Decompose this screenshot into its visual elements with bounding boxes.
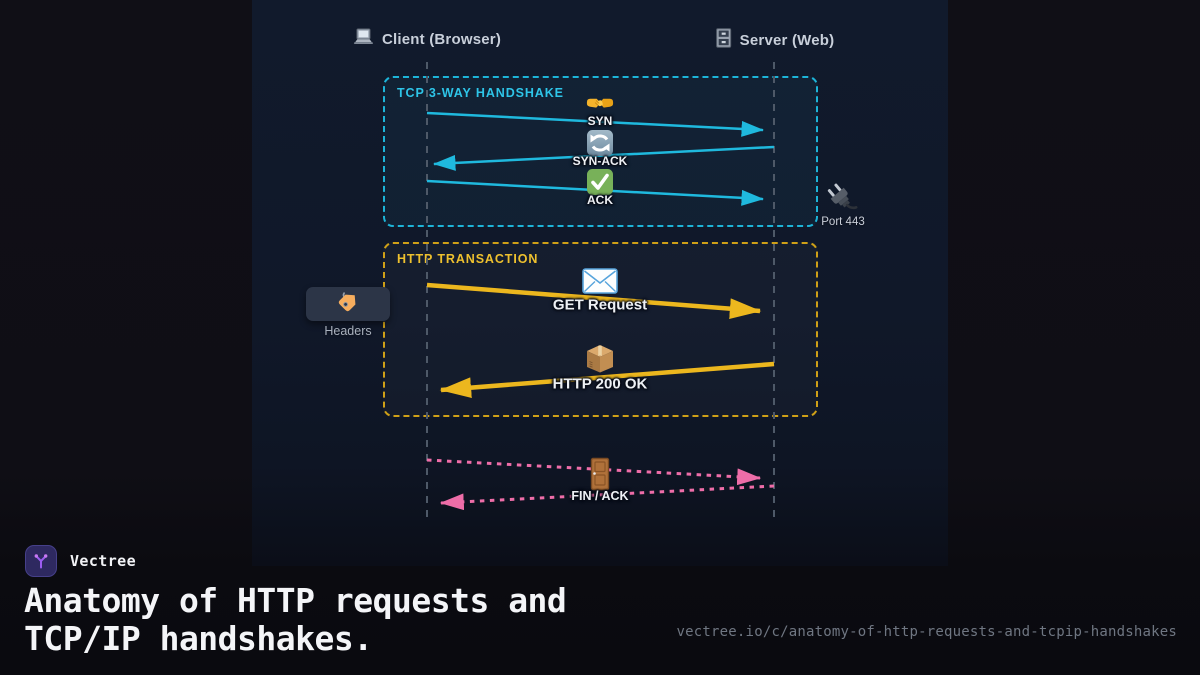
http-200-arrow — [439, 361, 775, 398]
handshake-icon — [586, 94, 614, 113]
server-label: Server (Web) — [739, 32, 835, 49]
tcp-group-title: TCP 3-WAY HANDSHAKE — [397, 86, 564, 100]
get-request-arrow — [426, 282, 762, 319]
port-label: Port 443 — [821, 216, 865, 228]
brand-name: Vectree — [70, 552, 137, 570]
vectree-logo — [25, 545, 57, 577]
http-transaction-group: HTTP TRANSACTION — [383, 242, 818, 417]
fin-ack-label: FIN / ACK — [571, 489, 629, 503]
check-mark-icon — [586, 168, 614, 196]
door-icon — [590, 457, 610, 491]
get-request-label: GET Request — [552, 296, 648, 314]
package-icon — [583, 342, 617, 375]
sync-arrows-icon — [586, 129, 614, 157]
headers-chip — [306, 287, 390, 321]
client-actor: Client (Browser) — [353, 28, 501, 50]
syn-arrow — [426, 111, 764, 137]
synack-label: SYN-ACK — [572, 154, 628, 168]
plug-icon — [822, 179, 862, 219]
ack-label: ACK — [587, 193, 613, 207]
http-group-title: HTTP TRANSACTION — [397, 252, 539, 266]
laptop-icon — [353, 28, 374, 50]
card-title: Anatomy of HTTP requests and TCP/IP hand… — [24, 581, 567, 658]
syn-label: SYN — [587, 114, 613, 128]
vectree-branch-icon — [34, 554, 48, 569]
headers-label: Headers — [324, 324, 372, 338]
envelope-icon — [582, 268, 618, 294]
client-label: Client (Browser) — [381, 30, 502, 48]
card-url: vectree.io/c/anatomy-of-http-requests-an… — [676, 624, 1177, 640]
http-200-label: HTTP 200 OK — [552, 375, 648, 393]
server-rack-icon — [716, 28, 732, 53]
tag-icon — [336, 290, 360, 319]
server-actor: Server (Web) — [716, 28, 835, 53]
